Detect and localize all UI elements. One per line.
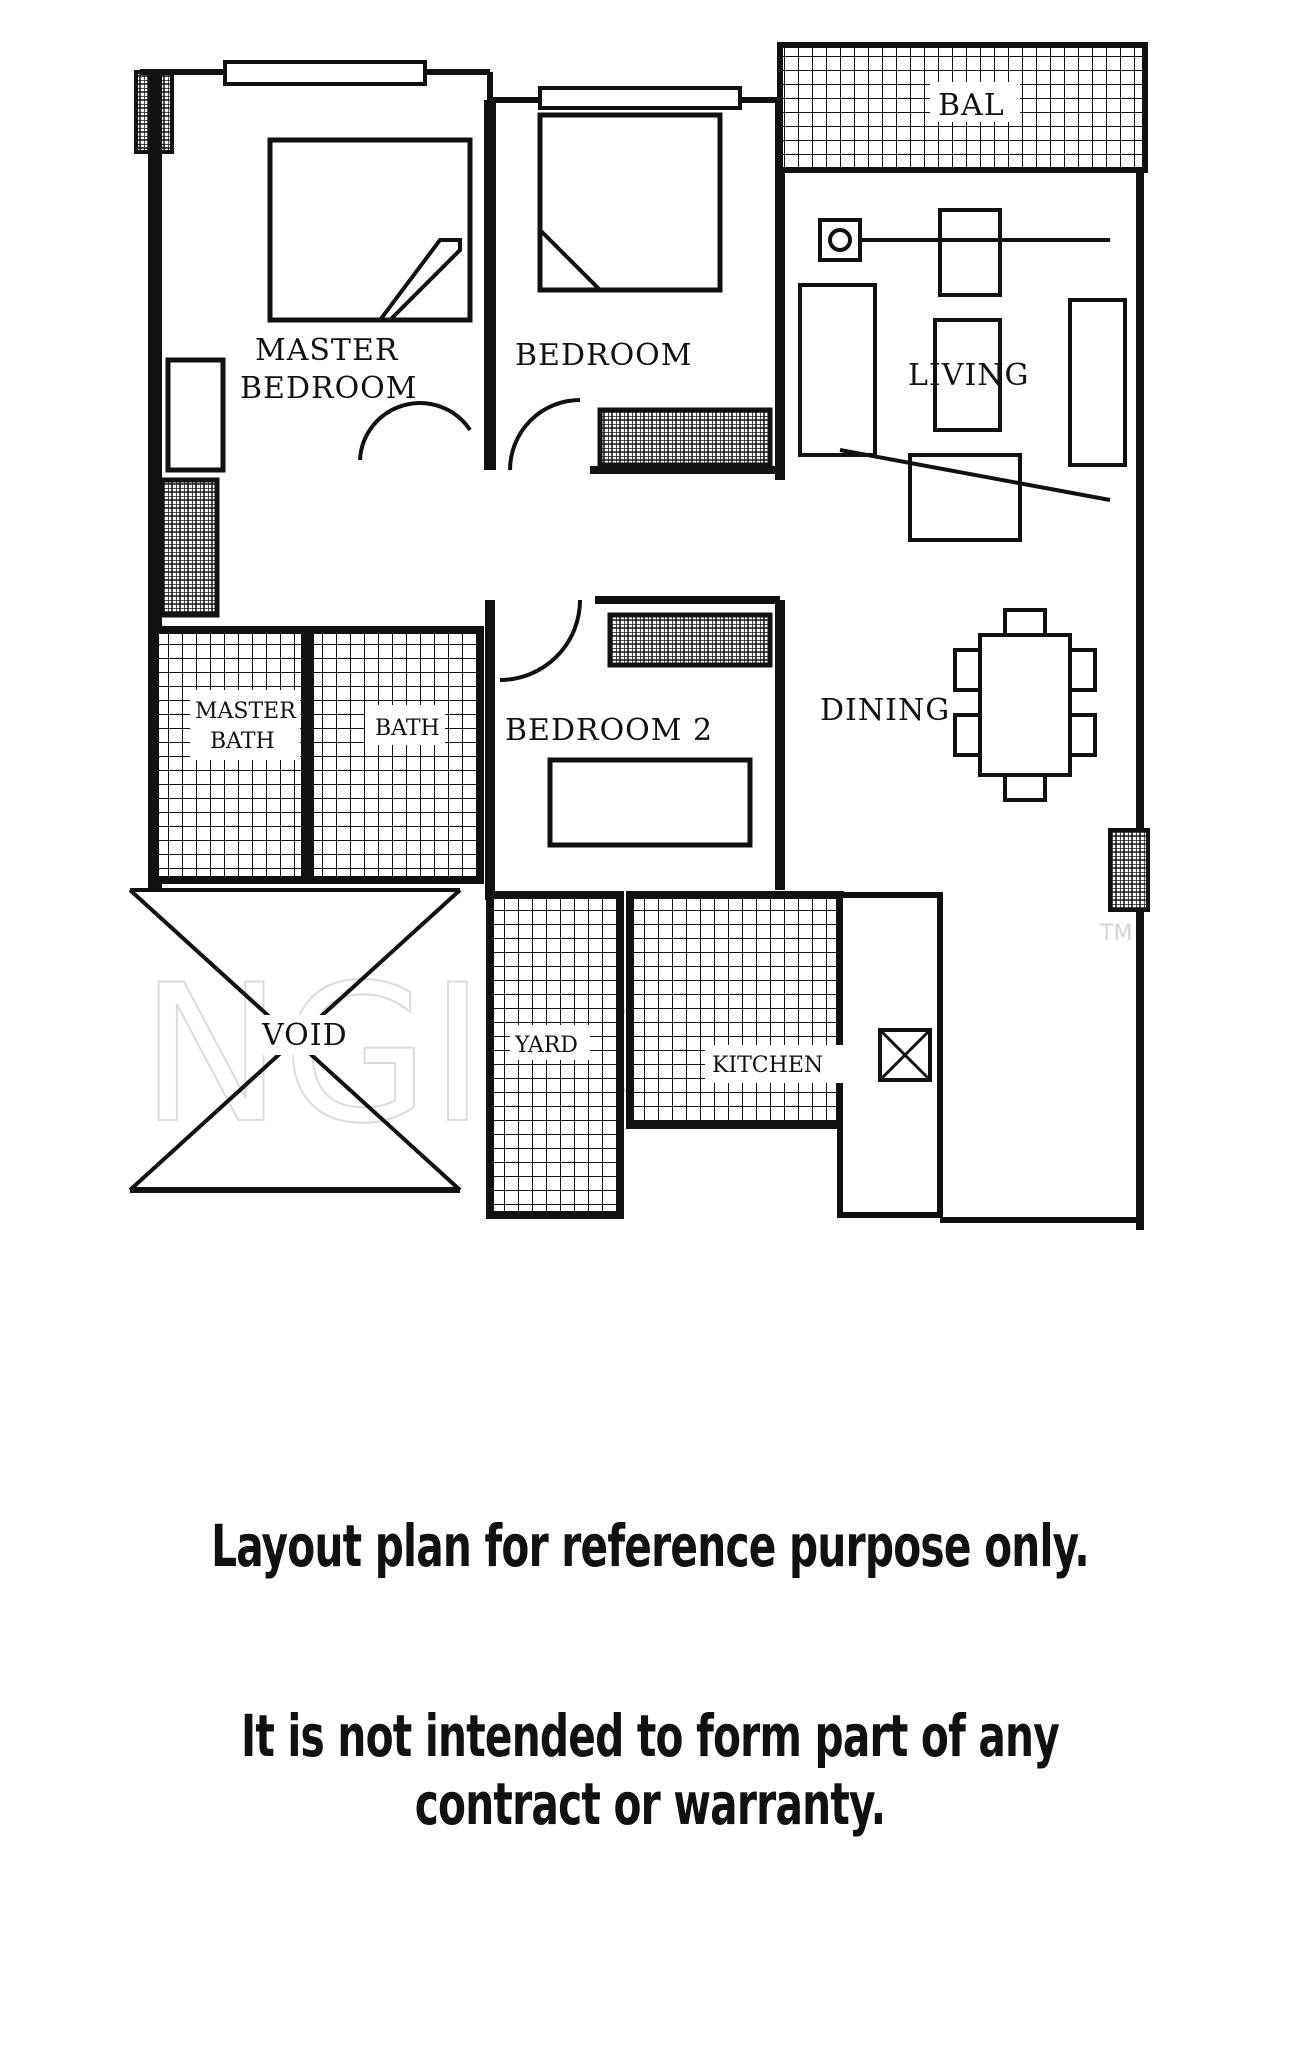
room-label-dining: DINING <box>820 693 950 728</box>
master-bath: MASTER BATH <box>151 626 309 884</box>
room-label-living: LIVING <box>908 358 1030 393</box>
room-label-master-bath-1: MASTER <box>195 699 297 724</box>
living-area: LIVING <box>798 208 1127 542</box>
bedroom: BEDROOM <box>508 112 780 474</box>
room-label-bath: BATH <box>375 716 440 741</box>
balcony: BAL <box>777 42 1148 173</box>
kitchen: KITCHEN <box>626 891 943 1218</box>
room-label-yard: YARD <box>514 1033 578 1058</box>
room-label-master-bedroom-1: MASTER <box>255 333 399 368</box>
room-label-bedroom-2: BEDROOM 2 <box>505 713 713 748</box>
window <box>223 60 427 86</box>
room-label-master-bath-2: BATH <box>210 729 275 754</box>
dining-area: DINING <box>820 608 1097 802</box>
room-label-kitchen: KITCHEN <box>712 1053 823 1078</box>
master-bedroom: MASTER BEDROOM <box>159 100 496 618</box>
bath: BATH <box>306 626 484 884</box>
disclaimer-line-2: It is not intended to form part of any c… <box>240 1702 1060 1838</box>
room-label-bedroom: BEDROOM <box>515 338 693 373</box>
room-label-master-bedroom-2: BEDROOM <box>240 371 418 406</box>
room-label-void: VOID <box>261 1018 348 1053</box>
watermark-tm: TM <box>1099 921 1132 946</box>
disclaimer-line-1: Layout plan for reference purpose only. <box>211 1512 1090 1580</box>
bedroom-2: BEDROOM 2 <box>485 596 785 900</box>
yard: YARD <box>486 891 624 1219</box>
void-area: VOID <box>128 888 462 1192</box>
room-label-bal: BAL <box>938 88 1005 123</box>
column-right <box>1108 828 1150 912</box>
window <box>538 86 742 110</box>
floor-plan: NGIEO TM BAL MASTER BEDROOM <box>128 42 1150 1230</box>
